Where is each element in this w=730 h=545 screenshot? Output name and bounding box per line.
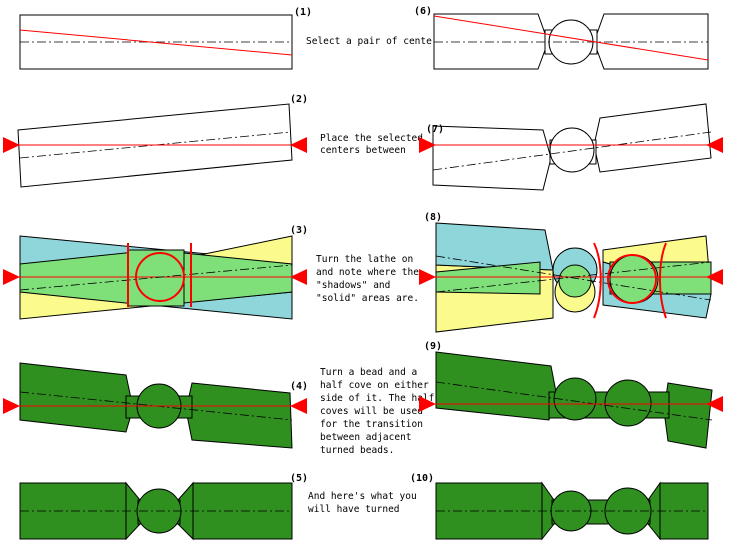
- step-caption: and note where the: [316, 267, 419, 278]
- step-1: (1) Select a pair of centers: [19, 7, 443, 70]
- bead: [604, 379, 652, 427]
- right-square-section: [663, 382, 713, 449]
- lathe-center-right: [290, 137, 307, 153]
- axis-line: [435, 381, 713, 421]
- lathe-center-left: [3, 398, 20, 414]
- cut-mark: [659, 242, 667, 319]
- step-caption: turned beads.: [320, 445, 394, 456]
- step-caption: between adjacent: [320, 432, 412, 443]
- lathe-center-left: [3, 137, 20, 153]
- axis-line: [435, 255, 712, 301]
- step-number: (2): [290, 94, 308, 105]
- step-caption: coves will be used: [320, 406, 423, 417]
- selected-centers-line: [433, 15, 709, 61]
- lathe-center-right: [706, 269, 723, 285]
- step-caption: Turn a bead and a: [320, 367, 417, 378]
- step-number: (6): [414, 6, 432, 17]
- left-square-section: [433, 13, 549, 70]
- right-square-section: [185, 382, 293, 449]
- step-number: (8): [424, 212, 442, 223]
- cut-mark: [593, 242, 602, 319]
- right-square-section: [593, 103, 712, 173]
- step-number: (5): [290, 473, 308, 484]
- step-number: (4): [290, 381, 308, 392]
- left-square-section: [435, 351, 557, 421]
- right-square-section: [593, 13, 709, 70]
- step-caption: half cove on either: [320, 380, 429, 391]
- lathe-center-right: [706, 396, 723, 412]
- step-9: (9): [419, 341, 723, 449]
- axis-line: [435, 261, 712, 293]
- lathe-center-left: [419, 269, 436, 285]
- step-caption: "shadows" and: [316, 280, 390, 291]
- step-caption: Turn the lathe on: [316, 254, 413, 265]
- bead-arc: [607, 254, 657, 280]
- step-caption: Select a pair of centers: [306, 36, 443, 47]
- step-5: (5) And here's what you will have turned: [19, 473, 417, 541]
- right-square-section: [659, 482, 709, 540]
- step-7: (7): [419, 103, 723, 191]
- axis-line: [19, 264, 293, 291]
- bead: [549, 127, 595, 173]
- step-4: (4) Turn a bead and a half cove on eithe…: [3, 362, 434, 456]
- step-8: (8): [419, 212, 723, 333]
- step-number: (3): [290, 225, 308, 236]
- step-caption: Place the selected: [320, 133, 423, 144]
- step-caption: centers between: [320, 145, 406, 156]
- lathe-center-right: [706, 137, 723, 153]
- bead-solid: [558, 264, 592, 298]
- bead-solid: [609, 254, 659, 304]
- step-caption: will have turned: [308, 504, 400, 515]
- lathe-center-left: [419, 137, 436, 153]
- bead-arc: [135, 276, 185, 303]
- step-number: (9): [424, 341, 442, 352]
- lathe-center-left: [419, 396, 436, 412]
- axis-line: [432, 131, 712, 171]
- bead: [553, 377, 597, 421]
- step-caption: "solid" areas are.: [316, 293, 419, 304]
- lathe-center-right: [290, 398, 307, 414]
- step-caption: side of it. The half: [320, 393, 434, 404]
- step-2: (2) Place the selected centers between: [3, 94, 423, 188]
- step-10: (10): [410, 473, 709, 541]
- solid-area: [435, 261, 541, 295]
- step-number: (1): [294, 7, 312, 18]
- step-caption: for the transition: [320, 419, 423, 430]
- lathe-center-right: [290, 269, 307, 285]
- bead-arc: [607, 278, 657, 304]
- step-caption: And here's what you: [308, 491, 417, 502]
- step-number: (10): [410, 473, 434, 484]
- step-3: (3) Turn the lathe on and note where the…: [3, 225, 419, 320]
- step-number: (7): [426, 124, 444, 135]
- bead-arc: [135, 251, 185, 278]
- selected-centers-line: [19, 29, 293, 56]
- lathe-center-left: [3, 269, 20, 285]
- left-square-section: [432, 125, 552, 191]
- step-6: (6): [414, 6, 709, 70]
